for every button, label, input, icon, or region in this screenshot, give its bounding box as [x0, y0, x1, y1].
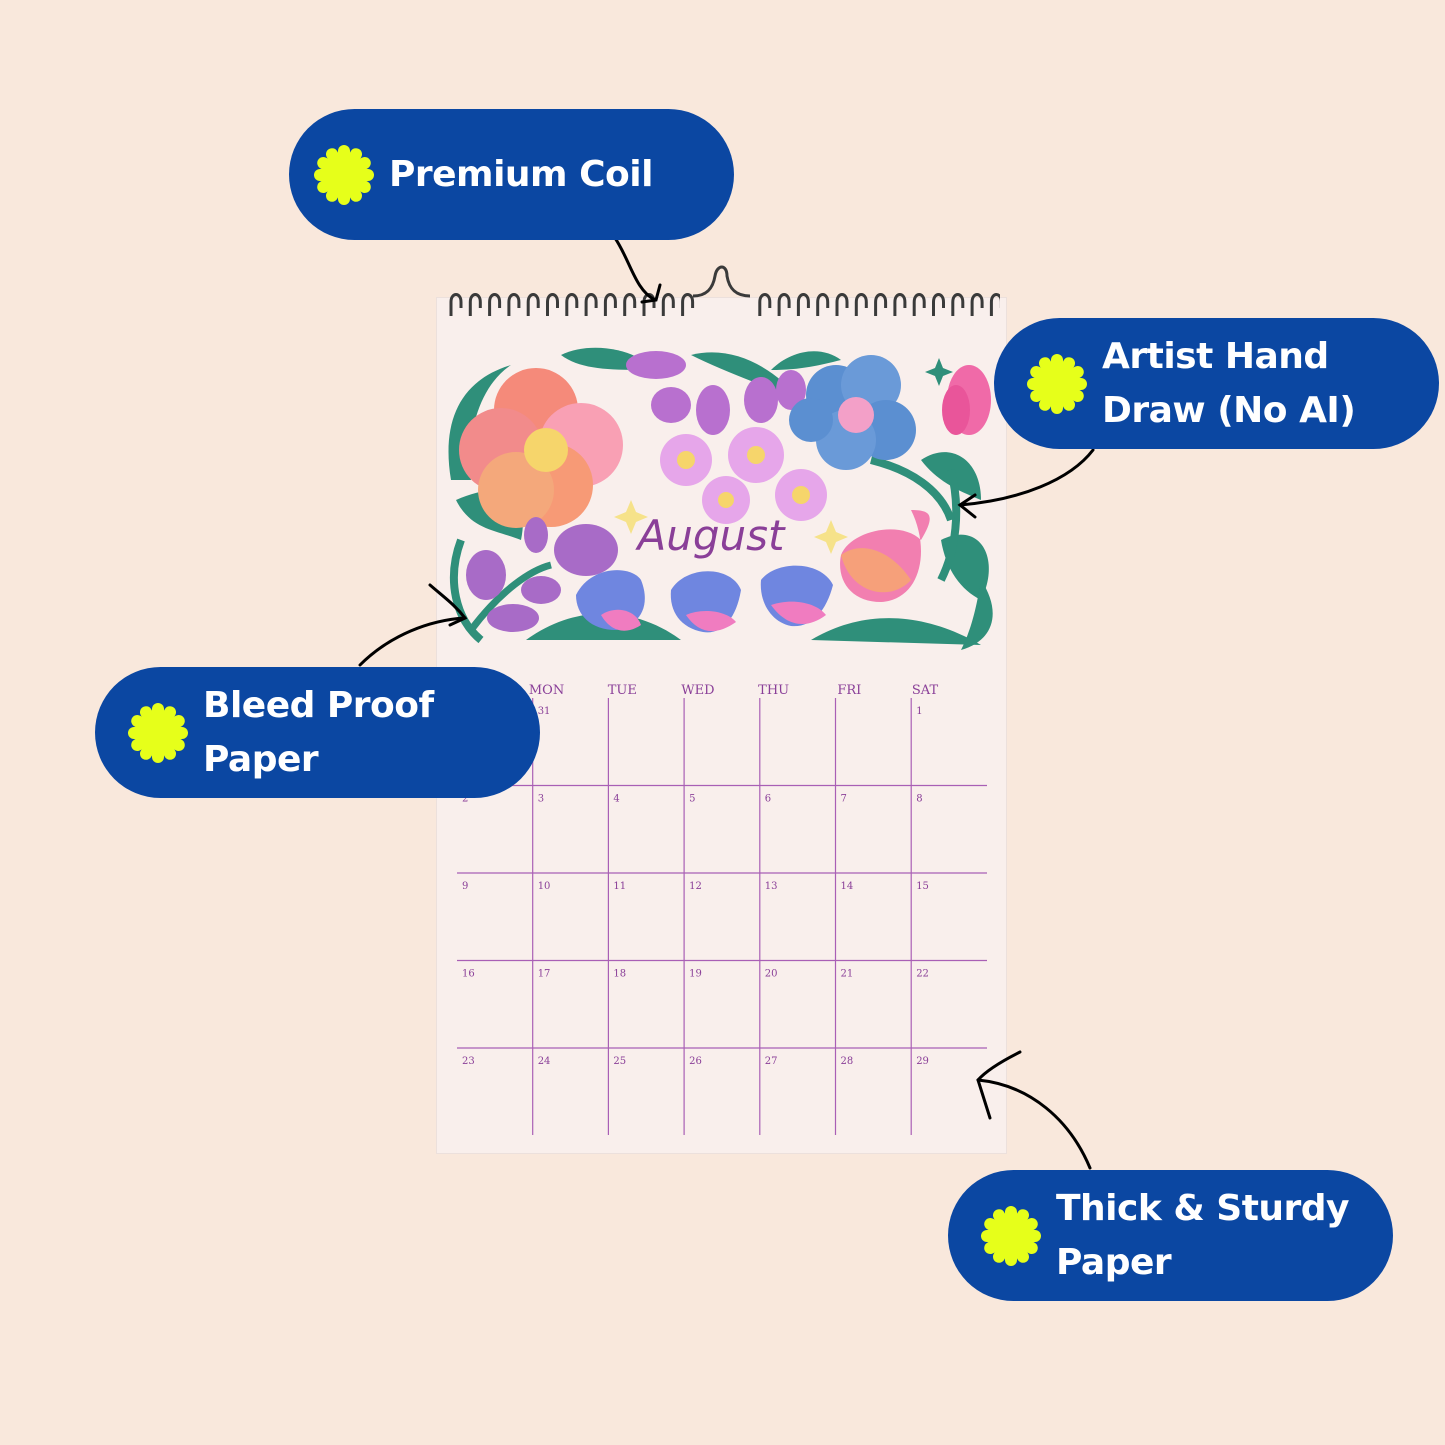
day-number: 9	[462, 881, 468, 892]
day-number: 29	[916, 1056, 929, 1067]
day-number: 3	[538, 794, 544, 805]
asterisk-burst-icon	[314, 144, 374, 205]
day-number: 7	[841, 794, 847, 805]
day-number: 31	[538, 706, 551, 717]
day-number: 6	[765, 794, 771, 805]
day-number: 5	[689, 794, 695, 805]
day-number: 4	[613, 794, 619, 805]
blue-flower	[789, 355, 916, 470]
callout-premium-coil: Premium Coil	[289, 109, 734, 240]
day-number: 19	[689, 969, 702, 980]
day-number: 1	[916, 706, 922, 717]
day-number: 27	[765, 1056, 778, 1067]
day-number: 11	[613, 881, 626, 892]
bell-flowers	[576, 565, 833, 633]
weekday-label: WED	[681, 683, 714, 698]
purple-berries-left	[466, 517, 618, 632]
day-number: 15	[916, 881, 929, 892]
lilac-flowers	[660, 427, 827, 524]
spiral-coil	[449, 265, 1000, 316]
day-number: 18	[613, 969, 626, 980]
day-number: 16	[462, 969, 475, 980]
day-number: 20	[765, 969, 778, 980]
weekday-label: TUE	[608, 683, 637, 698]
weekday-label: SAT	[912, 683, 939, 698]
orange-flower	[459, 368, 623, 528]
asterisk-burst-icon	[1027, 353, 1087, 414]
pink-tulip-bottom	[840, 510, 930, 602]
day-number: 12	[689, 881, 702, 892]
sparkles	[614, 358, 953, 554]
callout-thick-sturdy-label: Thick & Sturdy Paper	[1056, 1187, 1350, 1283]
day-number: 25	[613, 1056, 626, 1067]
pink-tulip-top	[942, 365, 991, 435]
day-number: 2	[462, 794, 468, 805]
day-number: 23	[462, 1056, 475, 1067]
day-number: 14	[841, 881, 854, 892]
day-number: 22	[916, 969, 929, 980]
floral-artwork: August	[448, 347, 993, 650]
callout-artist-hand-label: Artist Hand Draw (No AI)	[1102, 335, 1356, 431]
callout-thick-sturdy: Thick & Sturdy Paper	[948, 1170, 1393, 1301]
asterisk-burst-icon	[128, 702, 188, 763]
callout-artist-hand: Artist Hand Draw (No AI)	[994, 318, 1439, 449]
callout-bleed-proof-label: Bleed Proof Paper	[203, 684, 434, 780]
month-title: August	[635, 511, 787, 560]
callout-premium-coil-label: Premium Coil	[389, 153, 653, 195]
purple-berries-top	[626, 351, 806, 435]
asterisk-burst-icon	[981, 1205, 1041, 1266]
day-number: 13	[765, 881, 778, 892]
day-number: 17	[538, 969, 551, 980]
day-number: 8	[916, 794, 922, 805]
weekday-label: THU	[758, 683, 789, 698]
weekday-label: FRI	[837, 683, 861, 698]
day-number: 28	[841, 1056, 854, 1067]
weekday-label: MON	[529, 683, 564, 698]
day-number: 21	[841, 969, 854, 980]
day-number: 24	[538, 1056, 551, 1067]
day-number: 26	[689, 1056, 702, 1067]
callout-bleed-proof: Bleed Proof Paper	[95, 667, 540, 798]
day-number: 10	[538, 881, 551, 892]
